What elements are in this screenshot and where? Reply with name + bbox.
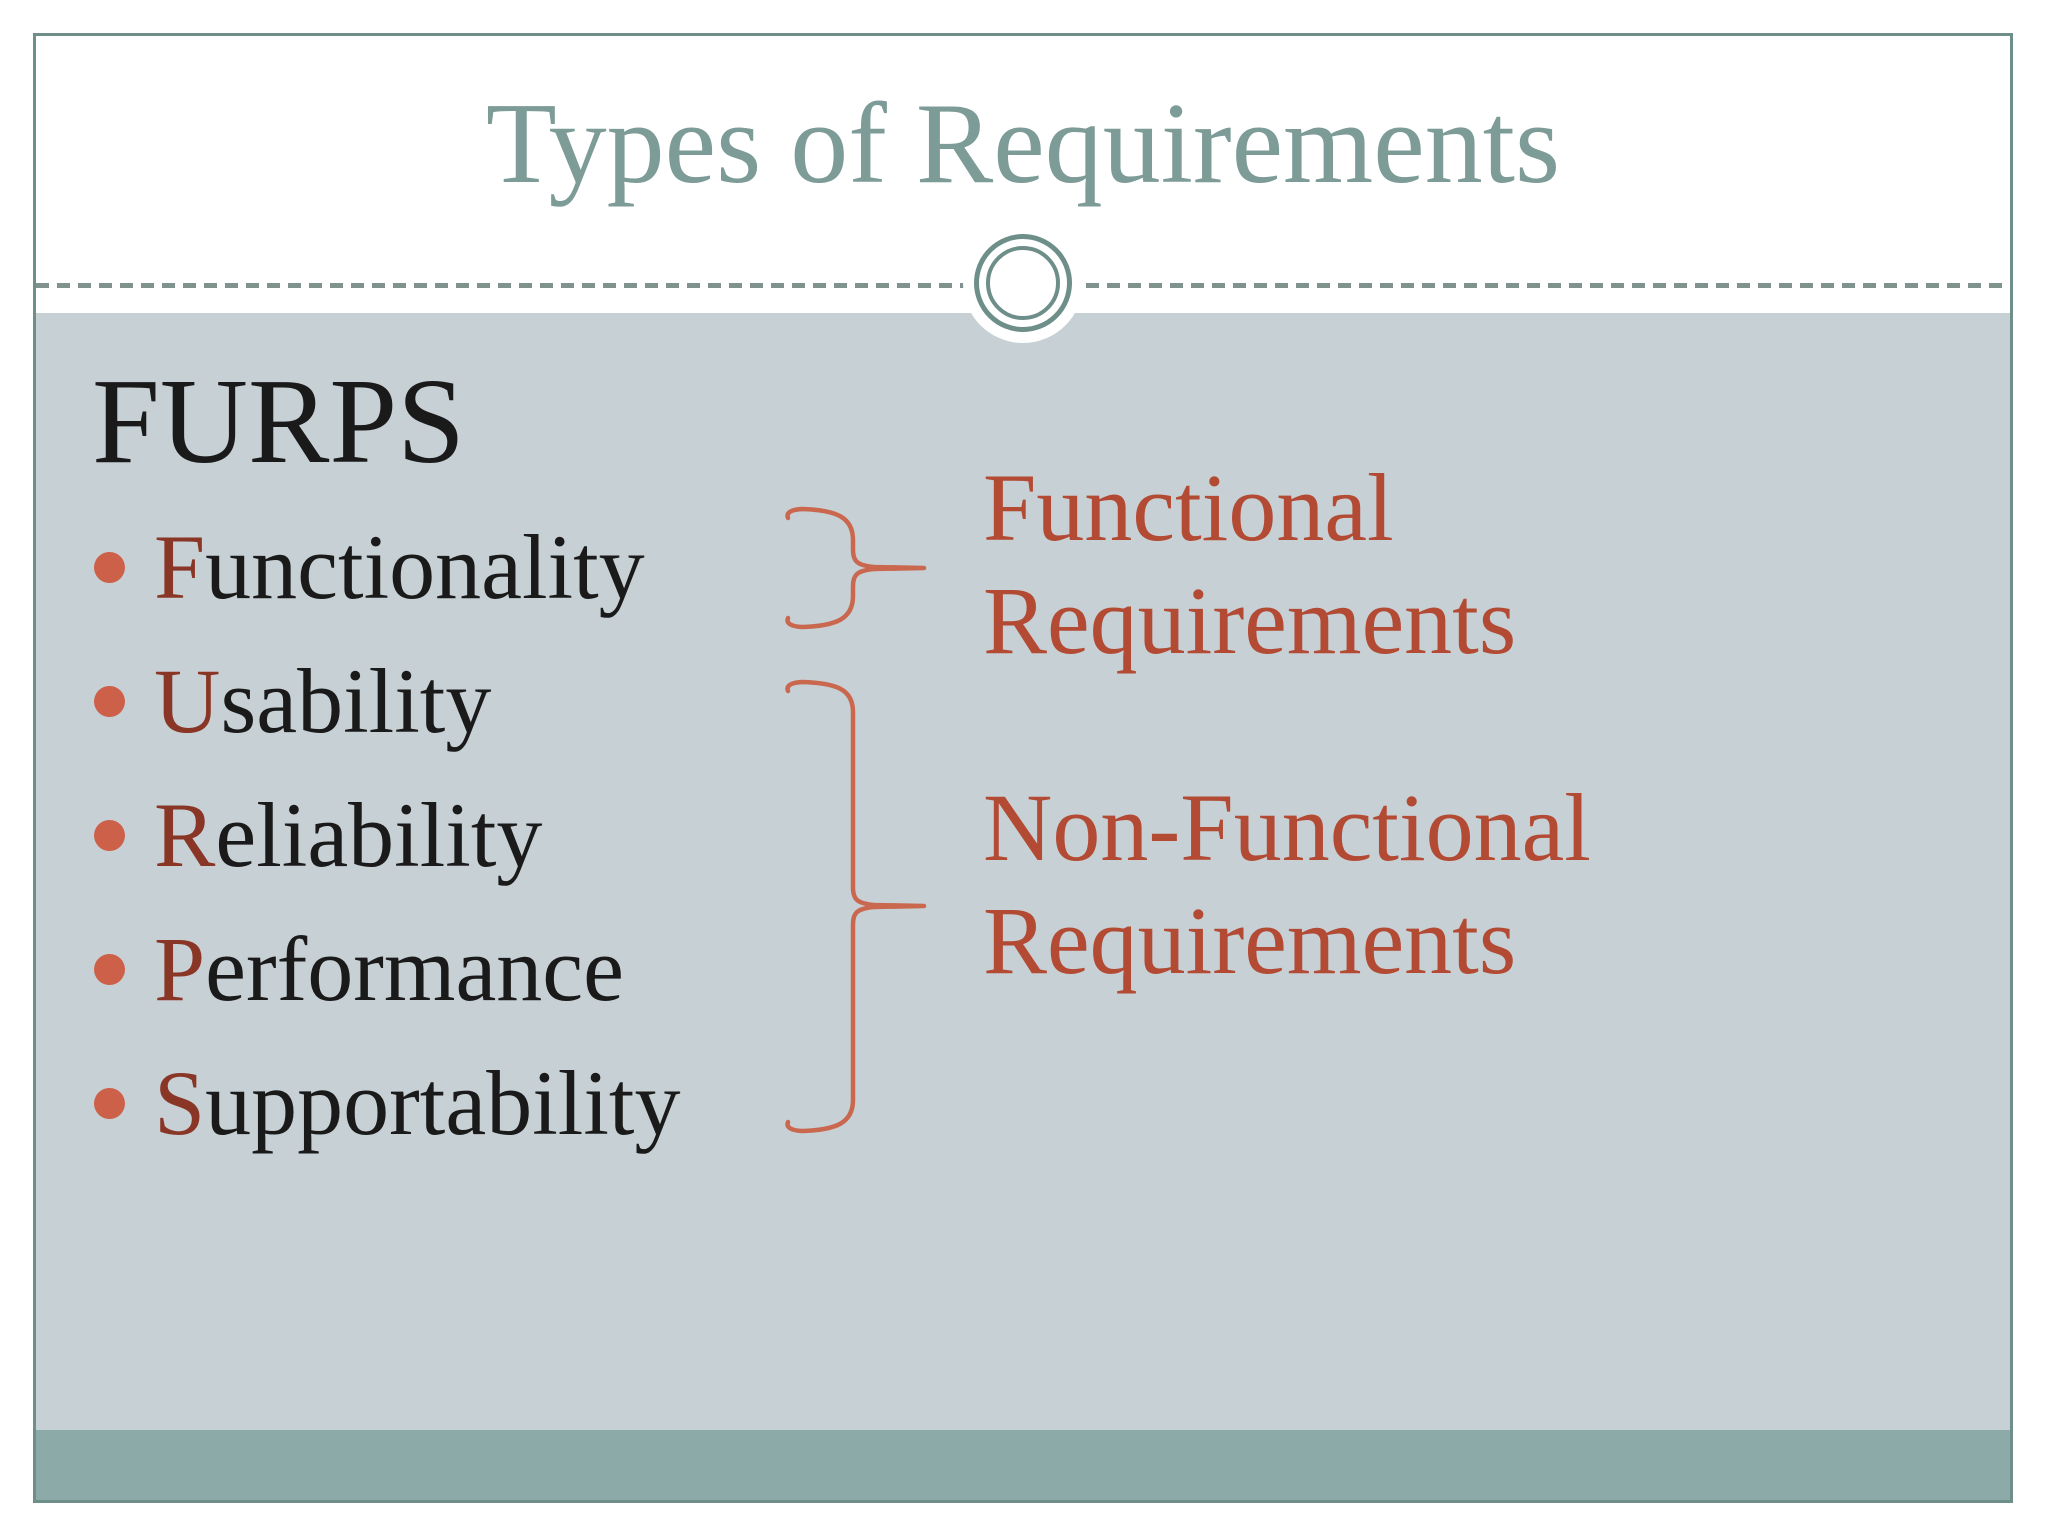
bullet-text: Performance xyxy=(154,902,624,1036)
label-line: Requirements xyxy=(983,887,1517,994)
slide-frame: Types of Requirements FURPS Functionalit… xyxy=(33,33,2013,1503)
accent-letter: F xyxy=(154,516,206,618)
list-item: Reliability xyxy=(94,768,680,902)
rest-of-word: eliability xyxy=(215,784,543,886)
list-item: Supportability xyxy=(94,1036,680,1170)
list-item: Usability xyxy=(94,634,680,768)
furps-heading: FURPS xyxy=(92,354,466,489)
bullet-dot-icon xyxy=(94,953,125,985)
functional-requirements-label: Functional Requirements xyxy=(983,451,1516,677)
non-functional-requirements-label: Non-Functional Requirements xyxy=(983,771,1591,997)
list-item: Functionality xyxy=(94,500,680,634)
bullet-text: Reliability xyxy=(154,768,542,902)
bullet-dot-icon xyxy=(94,685,125,717)
accent-letter: U xyxy=(154,650,221,752)
slide-inner: Types of Requirements FURPS Functionalit… xyxy=(36,36,2010,1500)
divider-circle-inner-ring-icon xyxy=(986,246,1060,320)
rest-of-word: upportability xyxy=(205,1052,681,1154)
bullet-dot-icon xyxy=(94,1087,125,1119)
bullet-dot-icon xyxy=(94,551,125,583)
accent-letter: P xyxy=(154,918,206,1020)
list-item: Performance xyxy=(94,902,680,1036)
label-line: Requirements xyxy=(983,567,1517,674)
bullet-text: Usability xyxy=(154,634,491,768)
footer-accent-bar xyxy=(36,1430,2010,1500)
bullet-dot-icon xyxy=(94,819,125,851)
accent-letter: S xyxy=(154,1052,206,1154)
accent-letter: R xyxy=(154,784,216,886)
content-background-panel xyxy=(36,313,2010,1430)
furps-bullet-list: Functionality Usability Reliability Perf… xyxy=(94,500,680,1170)
label-line: Functional xyxy=(983,454,1394,561)
bullet-text: Functionality xyxy=(154,500,645,634)
bullet-text: Supportability xyxy=(154,1036,680,1170)
rest-of-word: sability xyxy=(220,650,492,752)
rest-of-word: erformance xyxy=(205,918,624,1020)
rest-of-word: unctionality xyxy=(205,516,645,618)
slide-title: Types of Requirements xyxy=(485,80,1561,208)
label-line: Non-Functional xyxy=(983,774,1591,881)
